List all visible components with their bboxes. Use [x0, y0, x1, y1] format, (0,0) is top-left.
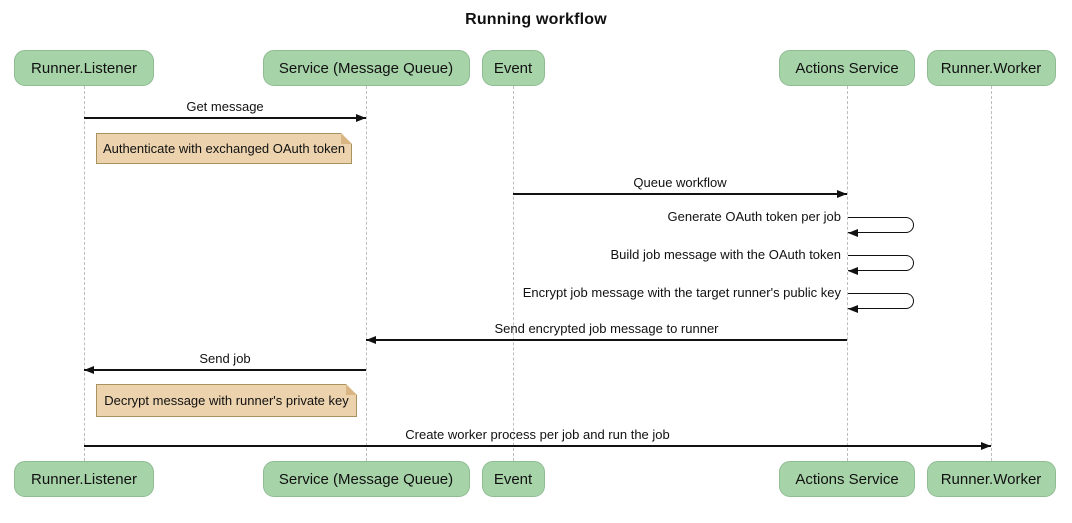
lifeline: [84, 86, 85, 461]
arrowhead-icon: [366, 335, 376, 344]
participant-box-2: Event: [481, 461, 545, 497]
self-loop-arrow: [848, 217, 914, 233]
message-label: Get message: [186, 99, 264, 114]
message-label: Send job: [199, 351, 251, 366]
participant-box-2: Event: [481, 50, 545, 86]
participant-box-0: Runner.Listener: [14, 50, 154, 86]
participant-box-1: Service (Message Queue): [262, 461, 470, 497]
lifeline: [366, 86, 367, 461]
diagram-title: Running workflow: [465, 11, 607, 28]
arrowhead-icon: [848, 228, 858, 237]
message-arrow: [84, 117, 366, 119]
message-label: Generate OAuth token per job: [667, 209, 841, 224]
arrowhead-icon: [837, 189, 847, 198]
message-arrow: [513, 193, 847, 195]
arrowhead-icon: [848, 304, 858, 313]
participant-box-0: Runner.Listener: [14, 461, 154, 497]
participant-box-3: Actions Service: [779, 50, 915, 86]
note: Decrypt message with runner's private ke…: [96, 384, 357, 417]
message-label: Create worker process per job and run th…: [405, 427, 670, 442]
participant-box-4: Runner.Worker: [926, 50, 1056, 86]
participant-box-3: Actions Service: [779, 461, 915, 497]
message-arrow: [84, 369, 366, 371]
arrowhead-icon: [84, 365, 94, 374]
lifeline: [991, 86, 992, 461]
message-label: Encrypt job message with the target runn…: [522, 285, 841, 300]
lifeline: [513, 86, 514, 461]
message-label: Queue workflow: [633, 175, 727, 190]
arrowhead-icon: [848, 266, 858, 275]
arrowhead-icon: [981, 441, 991, 450]
message-label: Build job message with the OAuth token: [610, 247, 841, 262]
message-arrow: [84, 445, 991, 447]
participant-box-4: Runner.Worker: [926, 461, 1056, 497]
message-label: Send encrypted job message to runner: [494, 321, 719, 336]
arrowhead-icon: [356, 113, 366, 122]
self-loop-arrow: [848, 293, 914, 309]
note: Authenticate with exchanged OAuth token: [96, 133, 352, 164]
lifeline: [847, 86, 848, 461]
participant-box-1: Service (Message Queue): [262, 50, 470, 86]
message-arrow: [366, 339, 847, 341]
self-loop-arrow: [848, 255, 914, 271]
